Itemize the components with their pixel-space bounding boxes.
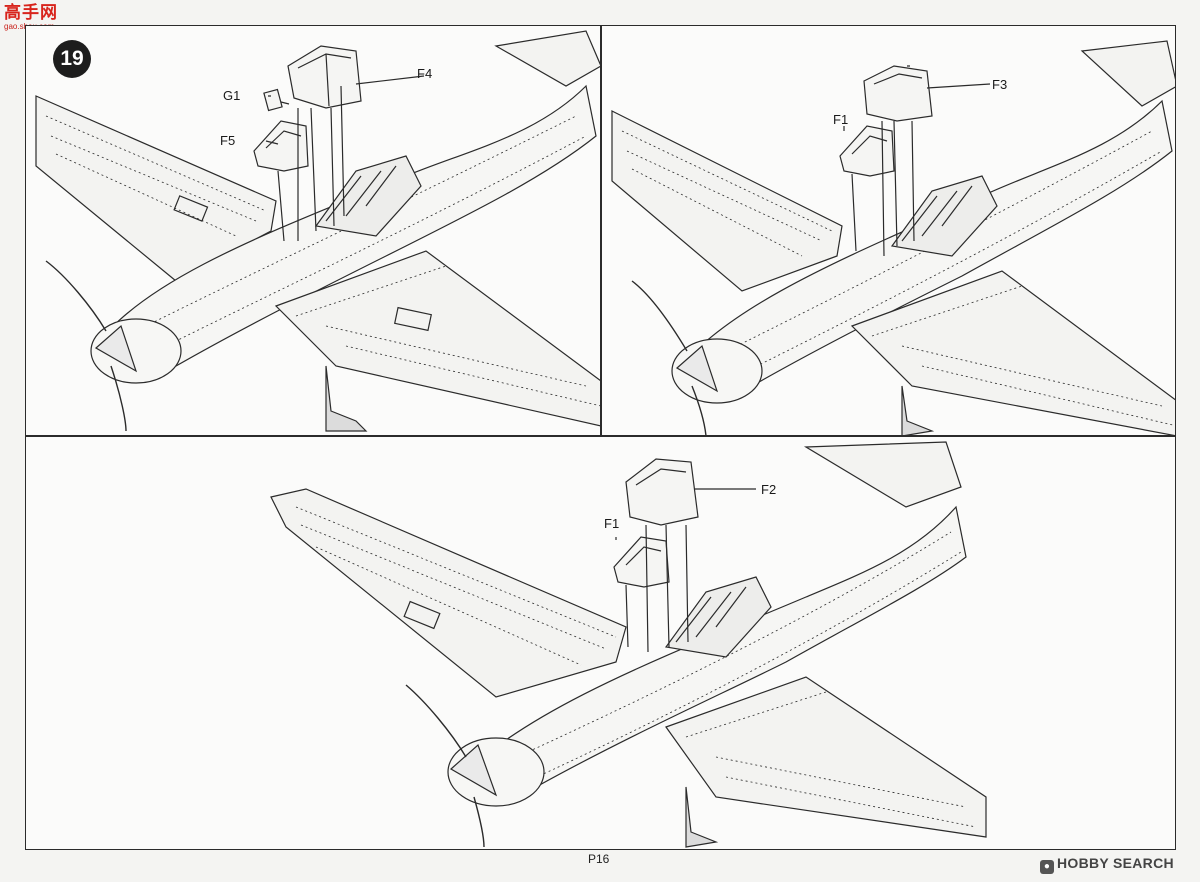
part-label-f1: F1 <box>833 112 849 127</box>
aircraft-drawing-panel-2 <box>611 40 1175 435</box>
step-number-badge: 19 <box>53 40 91 78</box>
aircraft-drawing-panel-3 <box>270 441 987 848</box>
hobby-search-watermark: ●HOBBY SEARCH <box>1040 855 1174 874</box>
watermark-chinese-text: 高手网 <box>4 3 58 23</box>
part-label-g1: G1 <box>223 88 241 103</box>
panel-3: F1 F2 <box>25 436 1176 850</box>
part-label-f3: F3 <box>992 77 1008 92</box>
hobby-search-logo-icon: ● <box>1040 860 1054 874</box>
aircraft-drawing-panel-1 <box>35 30 600 432</box>
part-label-f5: F5 <box>220 133 236 148</box>
panel-2: F1 F3 <box>601 25 1176 436</box>
hobby-search-text: HOBBY SEARCH <box>1057 855 1174 871</box>
part-label-f4: F4 <box>417 66 433 81</box>
page-number: P16 <box>588 852 610 866</box>
part-label-f1: F1 <box>604 516 620 531</box>
part-label-f2: F2 <box>761 482 777 497</box>
panel-1: G1 F5 F4 <box>25 25 601 436</box>
